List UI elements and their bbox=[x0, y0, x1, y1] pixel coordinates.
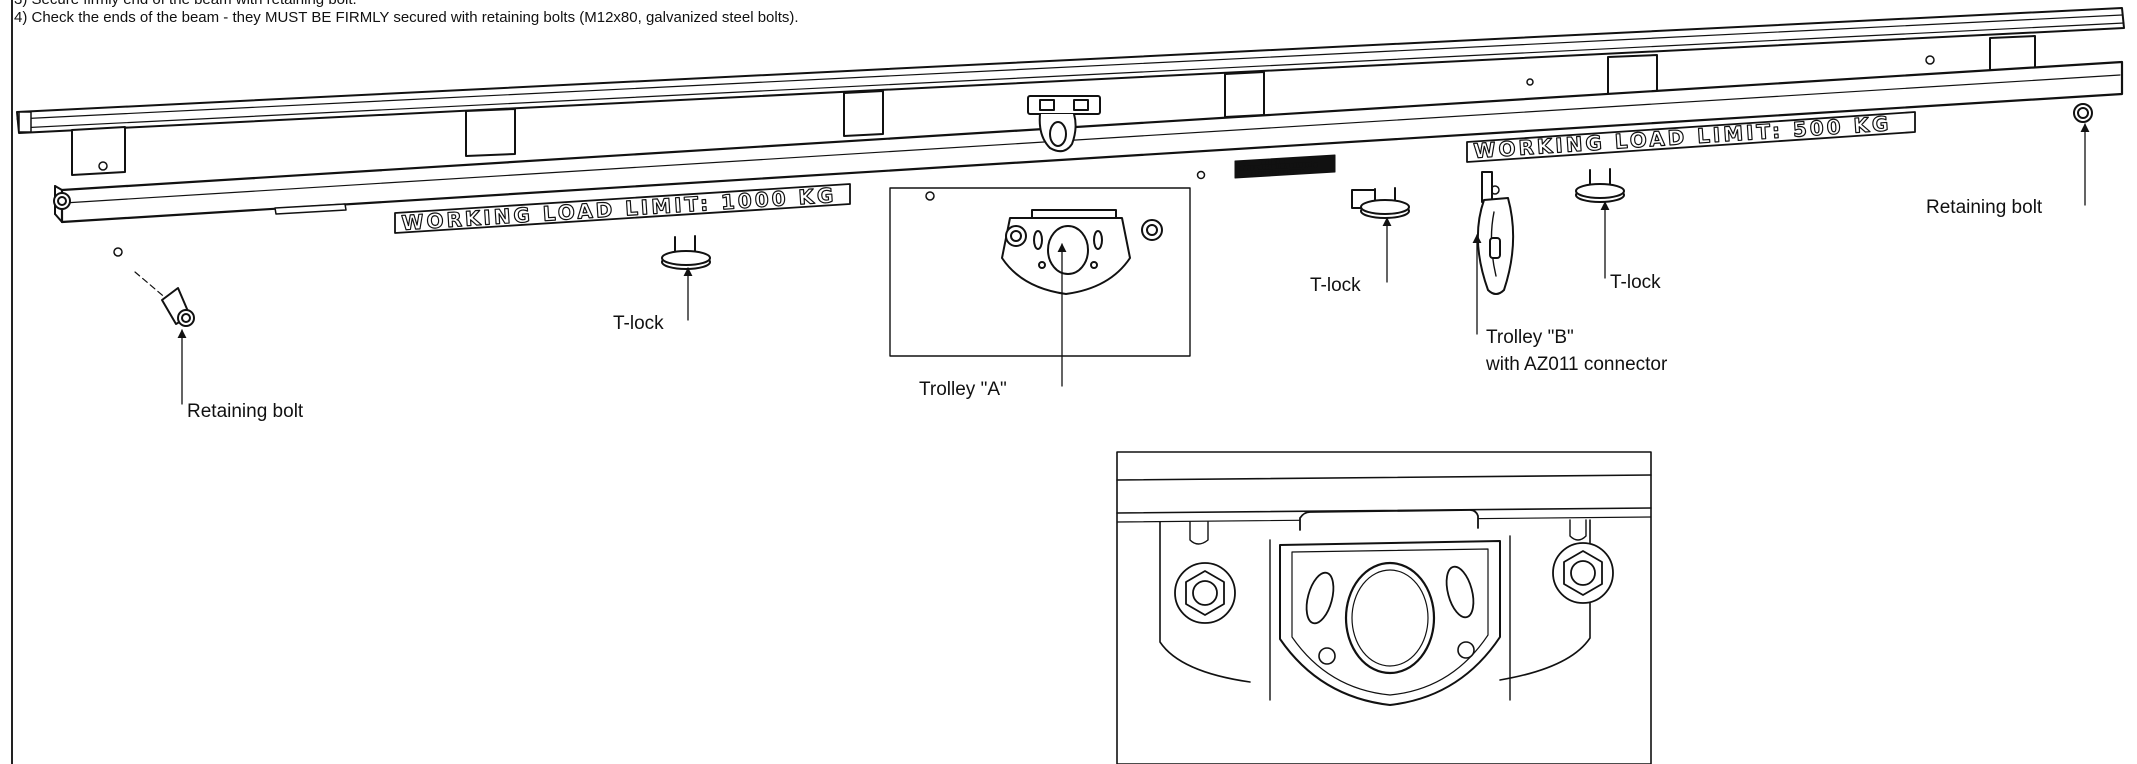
trolley-a bbox=[1001, 209, 1163, 295]
callout-leaders bbox=[177, 123, 2090, 405]
trolley-b bbox=[1476, 171, 1515, 295]
top-rail bbox=[16, 7, 2125, 134]
warning-line-1: WARNING bbox=[1262, 159, 1284, 165]
instruction-step-3: 3) Secure firmly end of the beam with re… bbox=[14, 0, 357, 8]
label-tlock-left: T-lock bbox=[613, 313, 664, 334]
end-bolt-left bbox=[53, 192, 71, 210]
tlock-right bbox=[1575, 168, 1625, 203]
main-beam bbox=[54, 60, 2124, 224]
trolley-a-detail bbox=[1116, 451, 1652, 764]
label-tlock-right: T-lock bbox=[1610, 272, 1661, 293]
warning-line-2: WORKING LOAD LIMIT ONLY 500kg bbox=[1240, 161, 1318, 171]
tlock-left bbox=[661, 235, 711, 270]
top-trolley bbox=[1027, 95, 1101, 153]
label-trolley-b-line2: with AZ011 connector bbox=[1485, 354, 1668, 375]
label-retaining-bolt-right: Retaining bolt bbox=[1926, 197, 2043, 218]
label-trolley-a: Trolley "A" bbox=[919, 379, 1007, 400]
warning-line-3: MOBILE BEAM ANCHOR bbox=[1252, 169, 1304, 177]
retaining-bolt-right bbox=[2073, 103, 2093, 123]
tlock-middle bbox=[1351, 187, 1410, 219]
label-trolley-b-line1: Trolley "B" bbox=[1486, 327, 1574, 348]
trolley-a-frame bbox=[889, 187, 1191, 357]
slot-plate bbox=[274, 203, 347, 215]
label-retaining-bolt-left: Retaining bolt bbox=[187, 401, 304, 422]
page-left-rule bbox=[11, 0, 13, 764]
rail-connectors bbox=[71, 35, 2036, 176]
warning-plate: WARNING WORKING LOAD LIMIT ONLY 500kg MO… bbox=[1234, 154, 1336, 179]
retaining-bolt-left bbox=[134, 271, 195, 327]
label-tlock-middle: T-lock bbox=[1310, 275, 1361, 296]
instruction-step-4: 4) Check the ends of the beam - they MUS… bbox=[14, 9, 799, 26]
